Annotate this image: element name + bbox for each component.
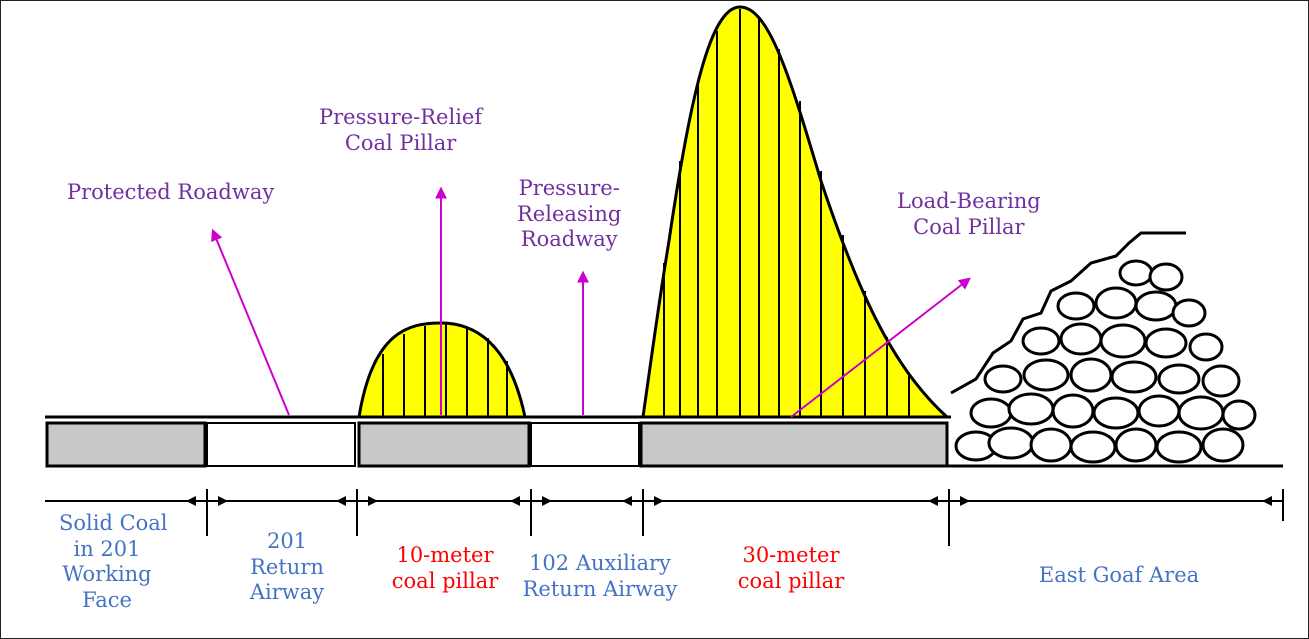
text-pressure-relief-2: Coal Pillar (344, 130, 457, 155)
label-pressure-relief-pillar: Pressure-Relief Coal Pillar (319, 105, 482, 156)
text-pressure-relief-1: Pressure-Relief (319, 105, 483, 129)
text-load-bearing-1: Load-Bearing (897, 189, 1041, 213)
label-protected-roadway: Protected Roadway (67, 180, 274, 206)
text-load-bearing-2: Coal Pillar (913, 214, 1025, 239)
section-return-airway-201: 201 Return Airway (237, 529, 337, 606)
text-protected-roadway: Protected Roadway (67, 180, 275, 204)
arrow-load-bearing-pillar (790, 277, 971, 418)
arrow-protected-roadway (211, 228, 290, 416)
text-goaf: East Goaf Area (1038, 563, 1200, 587)
goaf-rubble (950, 231, 1257, 464)
section-pillar-10m: 10-meter coal pillar (383, 543, 507, 594)
label-load-bearing-pillar: Load-Bearing Coal Pillar (897, 189, 1041, 240)
label-pressure-releasing-roadway: Pressure- Releasing Roadway (517, 176, 621, 253)
text-solid-coal-3: Working (62, 562, 152, 587)
text-solid-coal-4: Face (82, 587, 132, 612)
text-return-airway-2: Return (250, 554, 324, 579)
text-pillar-10m-1: 10-meter (396, 543, 494, 567)
dimension-line (45, 489, 1284, 546)
section-goaf: East Goaf Area (1019, 563, 1219, 589)
pointer-arrows (211, 186, 971, 418)
text-pillar-30m-1: 30-meter (742, 543, 840, 567)
pillar-10m-block (357, 421, 531, 468)
text-auxiliary-airway-2: Return Airway (522, 576, 678, 601)
text-solid-coal-1: Solid Coal (59, 511, 168, 535)
text-return-airway-3: Airway (249, 580, 325, 605)
large-stress-curve (641, 5, 951, 419)
auxiliary-airway-block (530, 422, 640, 467)
text-return-airway-1: 201 (266, 529, 308, 553)
text-pillar-30m-2: coal pillar (737, 568, 845, 593)
large-stress-hatch (663, 9, 910, 417)
text-pressure-releasing-2: Releasing (517, 201, 622, 226)
section-auxiliary-airway-102: 102 Auxiliary Return Airway (517, 551, 683, 602)
text-pressure-releasing-1: Pressure- (518, 176, 620, 200)
small-stress-hatch (382, 323, 508, 417)
text-auxiliary-airway-1: 102 Auxiliary (529, 551, 671, 575)
return-airway-201-block (206, 422, 356, 467)
section-pillar-30m: 30-meter coal pillar (729, 543, 853, 594)
text-pressure-releasing-3: Roadway (520, 227, 618, 252)
pillar-30m-block (639, 421, 949, 468)
solid-coal-block (45, 421, 207, 468)
text-pillar-10m-2: coal pillar (391, 568, 499, 593)
section-solid-coal: Solid Coal in 201 Working Face (59, 511, 168, 613)
text-solid-coal-2: in 201 (73, 536, 141, 561)
